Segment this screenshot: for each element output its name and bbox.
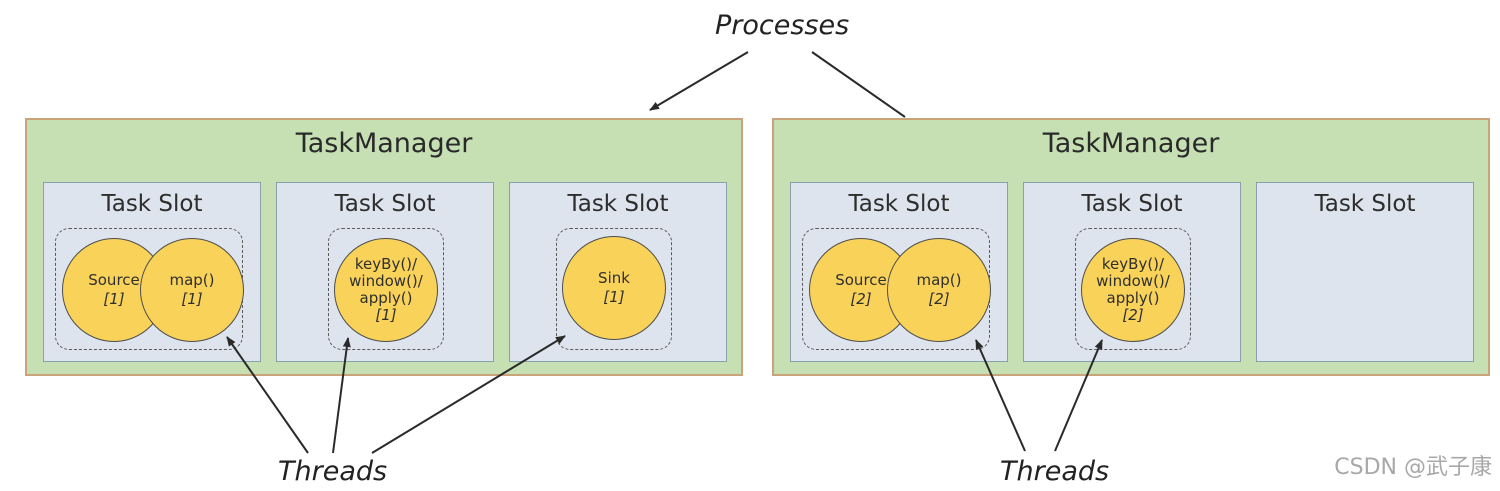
operator-index: [1] — [103, 290, 125, 308]
task-slot-1-3: Task Slot Sink [1] — [509, 182, 727, 362]
taskmanager-2-title: TaskManager — [1042, 128, 1220, 159]
task-slot-title: Task Slot — [567, 191, 669, 217]
operator-index: [2] — [928, 290, 950, 308]
operator-name: keyBy()/ window()/ apply() — [1096, 255, 1170, 307]
operator-index: [2] — [1122, 306, 1144, 324]
operator-index: [2] — [850, 290, 872, 308]
processes-arrow-left — [649, 51, 749, 111]
operator-name: map() — [916, 271, 962, 289]
csdn-watermark: CSDN @武子康 — [1334, 455, 1492, 480]
operator-name: Source — [88, 271, 140, 289]
operator-keyby-window-apply-1: keyBy()/ window()/ apply() [1] — [334, 238, 438, 342]
threads-arrow-5 — [1054, 339, 1103, 452]
threads-caption-left: Threads — [278, 456, 388, 487]
task-slot-title: Task Slot — [1314, 191, 1416, 217]
task-slot-title: Task Slot — [1081, 191, 1183, 217]
task-slot-2-2: Task Slot keyBy()/ window()/ apply() [2] — [1023, 182, 1241, 362]
operator-map-2: map() [2] — [887, 238, 991, 342]
task-slot-2-1: Task Slot Source [2] map() [2] — [790, 182, 1008, 362]
operator-index: [1] — [603, 288, 625, 306]
threads-arrow-1 — [226, 336, 309, 454]
task-slot-1-2: Task Slot keyBy()/ window()/ apply() [1] — [276, 182, 494, 362]
taskmanager-1: TaskManager Task Slot Source [1] map() [… — [25, 118, 743, 376]
threads-caption-right: Threads — [1000, 456, 1110, 487]
operator-name: Sink — [598, 269, 630, 287]
processes-caption: Processes — [715, 10, 850, 41]
operator-index: [1] — [181, 290, 203, 308]
taskmanager-2: TaskManager Task Slot Source [2] map() [… — [772, 118, 1490, 376]
task-slot-title: Task Slot — [848, 191, 950, 217]
task-slot-1-1: Task Slot Source [1] map() [1] — [43, 182, 261, 362]
task-slot-title: Task Slot — [101, 191, 203, 217]
operator-name: keyBy()/ window()/ apply() — [349, 255, 423, 307]
operator-index: [1] — [375, 306, 397, 324]
processes-arrow-right — [811, 51, 906, 118]
task-slot-2-3: Task Slot — [1256, 182, 1474, 362]
operator-map-1: map() [1] — [140, 238, 244, 342]
threads-arrow-3 — [371, 335, 566, 454]
operator-sink-1: Sink [1] — [562, 236, 666, 340]
task-slot-title: Task Slot — [334, 191, 436, 217]
taskmanager-1-title: TaskManager — [295, 128, 473, 159]
thread-group — [556, 228, 672, 350]
thread-group — [1075, 228, 1191, 350]
thread-group — [328, 228, 444, 350]
threads-arrow-2 — [332, 337, 351, 454]
threads-arrow-4 — [975, 339, 1026, 452]
operator-name: Source — [835, 271, 887, 289]
operator-keyby-window-apply-2: keyBy()/ window()/ apply() [2] — [1081, 238, 1185, 342]
operator-name: map() — [169, 271, 215, 289]
